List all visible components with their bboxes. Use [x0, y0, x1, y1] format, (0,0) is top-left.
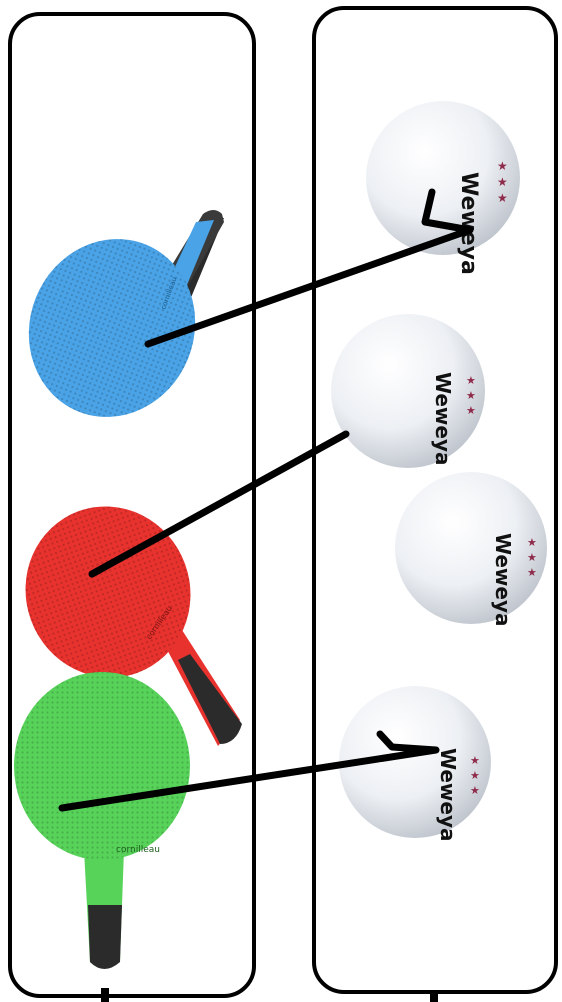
connector-red-to-ball-2: [92, 434, 346, 574]
svg-text:★: ★: [466, 405, 476, 417]
svg-text:★: ★: [466, 375, 476, 387]
svg-text:cornilleau: cornilleau: [116, 845, 160, 855]
svg-text:★: ★: [497, 159, 508, 173]
svg-text:★: ★: [527, 537, 537, 549]
svg-text:★: ★: [527, 552, 537, 564]
svg-text:Weweya: Weweya: [456, 172, 481, 275]
green-paddle[interactable]: cornilleau: [14, 672, 190, 969]
svg-text:Weweya: Weweya: [436, 748, 460, 842]
ball-3[interactable]: Weweya ★ ★ ★: [395, 472, 547, 627]
svg-text:★: ★: [497, 191, 508, 205]
svg-text:★: ★: [470, 770, 480, 782]
svg-text:★: ★: [470, 755, 480, 767]
right-panel-tick: [430, 990, 438, 1002]
ball-2[interactable]: Weweya ★ ★ ★: [331, 314, 485, 468]
ball-1[interactable]: Weweya ★ ★ ★: [366, 101, 520, 275]
svg-text:★: ★: [466, 390, 476, 402]
left-panel-tick: [101, 988, 109, 1002]
svg-text:Weweya: Weweya: [491, 533, 515, 627]
svg-text:Weweya: Weweya: [431, 372, 455, 466]
svg-text:★: ★: [527, 567, 537, 579]
svg-text:★: ★: [470, 785, 480, 797]
svg-text:★: ★: [497, 175, 508, 189]
